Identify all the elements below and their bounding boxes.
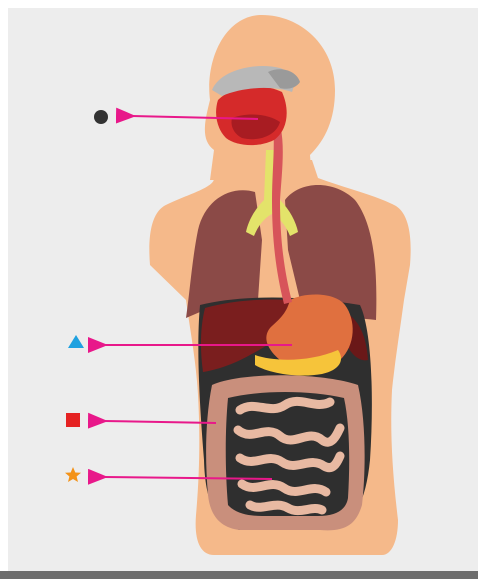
- square-icon: [66, 413, 80, 427]
- small-intestine-coil-5: [250, 505, 322, 511]
- small-intestine-coil-4: [242, 484, 326, 492]
- triangle-icon: [68, 335, 84, 348]
- small-intestine-coil-1: [240, 401, 330, 410]
- circle-icon: [94, 110, 108, 124]
- markers: [65, 110, 108, 482]
- bottom-border-bar: [0, 571, 478, 579]
- star-icon: [65, 467, 81, 482]
